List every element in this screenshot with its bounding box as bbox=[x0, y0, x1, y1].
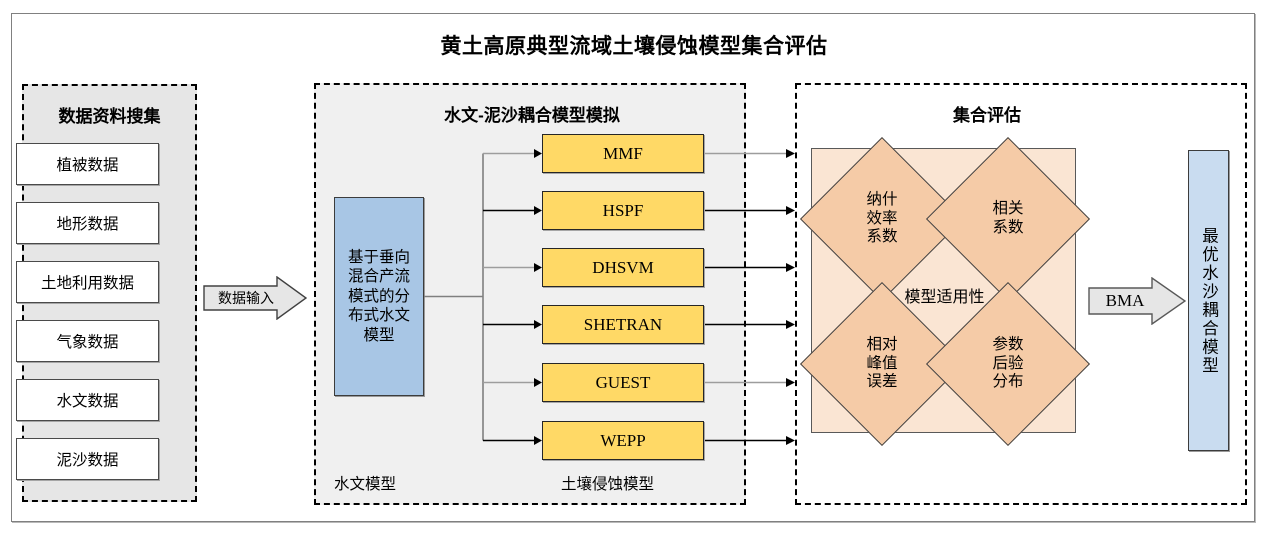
data-item-vegetation[interactable]: 植被数据 bbox=[16, 143, 159, 185]
bma-arrow: BMA bbox=[1088, 277, 1186, 325]
model-box-shetran[interactable]: SHETRAN bbox=[542, 305, 704, 344]
data-input-arrow: 数据输入 bbox=[203, 276, 307, 320]
optimal-coupled-model-label: 最优水沙耦合模型 bbox=[1199, 226, 1218, 375]
data-item-sediment[interactable]: 泥沙数据 bbox=[16, 438, 159, 480]
panel-ensemble-evaluation-title: 集合评估 bbox=[953, 106, 1021, 125]
model-box-mmf[interactable]: MMF bbox=[542, 134, 704, 173]
bma-arrow-label: BMA bbox=[1105, 291, 1145, 310]
erosion-model-sub-label: 土壤侵蚀模型 bbox=[561, 476, 655, 493]
data-input-arrow-label: 数据输入 bbox=[218, 290, 274, 306]
hydro-model-sub-label: 水文模型 bbox=[334, 476, 397, 493]
criterion-diamond-correlation[interactable] bbox=[925, 136, 1091, 302]
page-title: 黄土高原典型流域土壤侵蚀模型集合评估 bbox=[440, 35, 828, 58]
bma-arrow-shape bbox=[1088, 277, 1186, 325]
model-box-hspf[interactable]: HSPF bbox=[542, 191, 704, 230]
hydrological-model-box[interactable]: 基于垂向混合产流模式的分布式水文模型 bbox=[334, 197, 424, 396]
model-box-dhsvm[interactable]: DHSVM bbox=[542, 248, 704, 287]
evaluation-criteria-area: 纳什效率系数 相关系数 相对峰值误差 参数后验分布 模型适用性 bbox=[799, 136, 1091, 447]
panel-model-simulation-title: 水文-泥沙耦合模型模拟 bbox=[444, 106, 620, 125]
optimal-coupled-model-box[interactable]: 最优水沙耦合模型 bbox=[1188, 150, 1229, 451]
panel-data-collection-title: 数据资料搜集 bbox=[58, 107, 161, 126]
outer-frame bbox=[11, 13, 1255, 522]
model-box-wepp[interactable]: WEPP bbox=[542, 421, 704, 460]
data-item-terrain[interactable]: 地形数据 bbox=[16, 202, 159, 244]
data-item-landuse[interactable]: 土地利用数据 bbox=[16, 261, 159, 303]
data-item-meteorology[interactable]: 气象数据 bbox=[16, 320, 159, 362]
data-item-hydrology[interactable]: 水文数据 bbox=[16, 379, 159, 421]
model-applicability-label: 模型适用性 bbox=[904, 289, 985, 306]
data-input-arrow-shape bbox=[203, 276, 307, 320]
model-box-guest[interactable]: GUEST bbox=[542, 363, 704, 402]
